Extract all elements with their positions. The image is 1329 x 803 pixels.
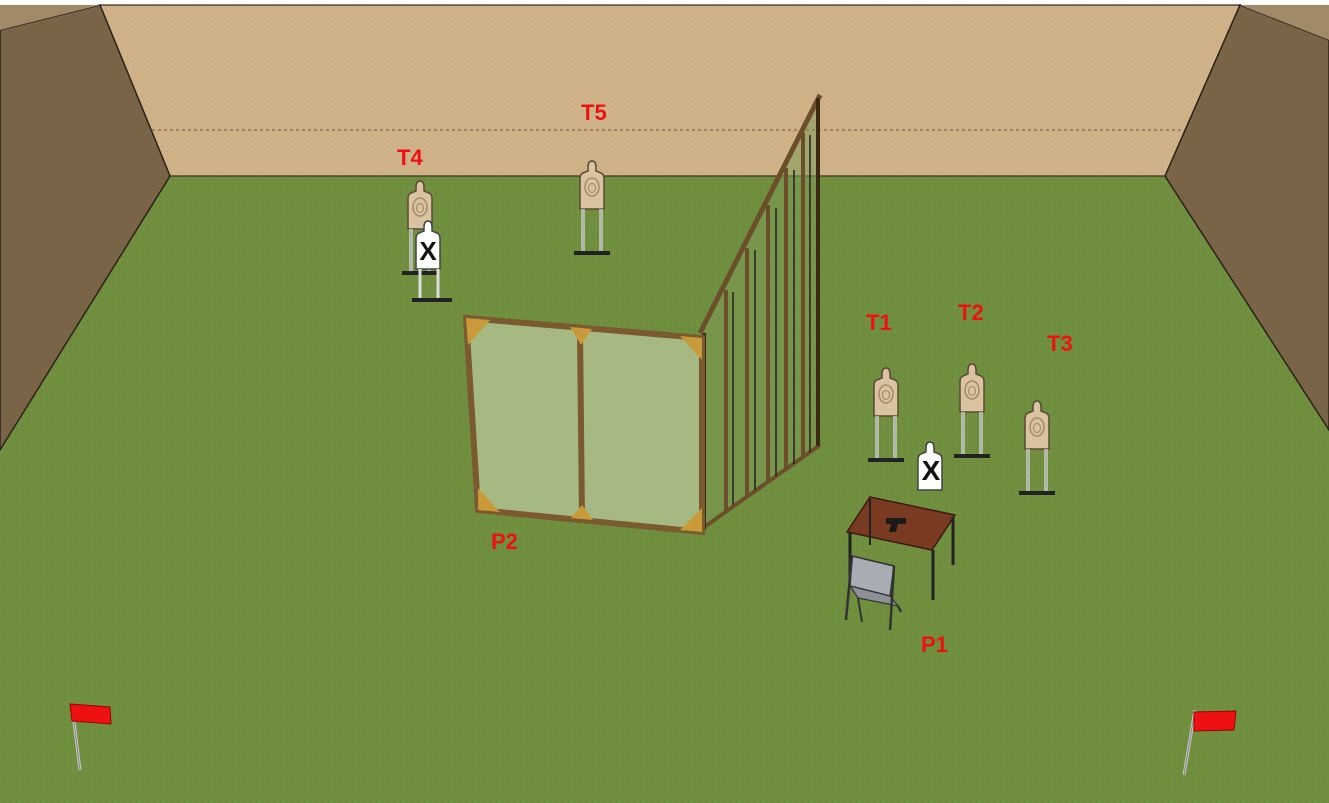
no-shoot-mark: X <box>922 455 941 486</box>
back-wall <box>100 5 1240 176</box>
label-p2: P2 <box>491 529 518 554</box>
label-t5: T5 <box>581 100 607 125</box>
label-t1: T1 <box>866 310 892 335</box>
label-p1: P1 <box>921 632 948 657</box>
front-barrier-wall <box>466 318 702 532</box>
label-t2: T2 <box>958 300 984 325</box>
no-shoot-mark: X <box>419 236 437 266</box>
label-t3: T3 <box>1047 331 1073 356</box>
label-t4: T4 <box>397 145 423 170</box>
